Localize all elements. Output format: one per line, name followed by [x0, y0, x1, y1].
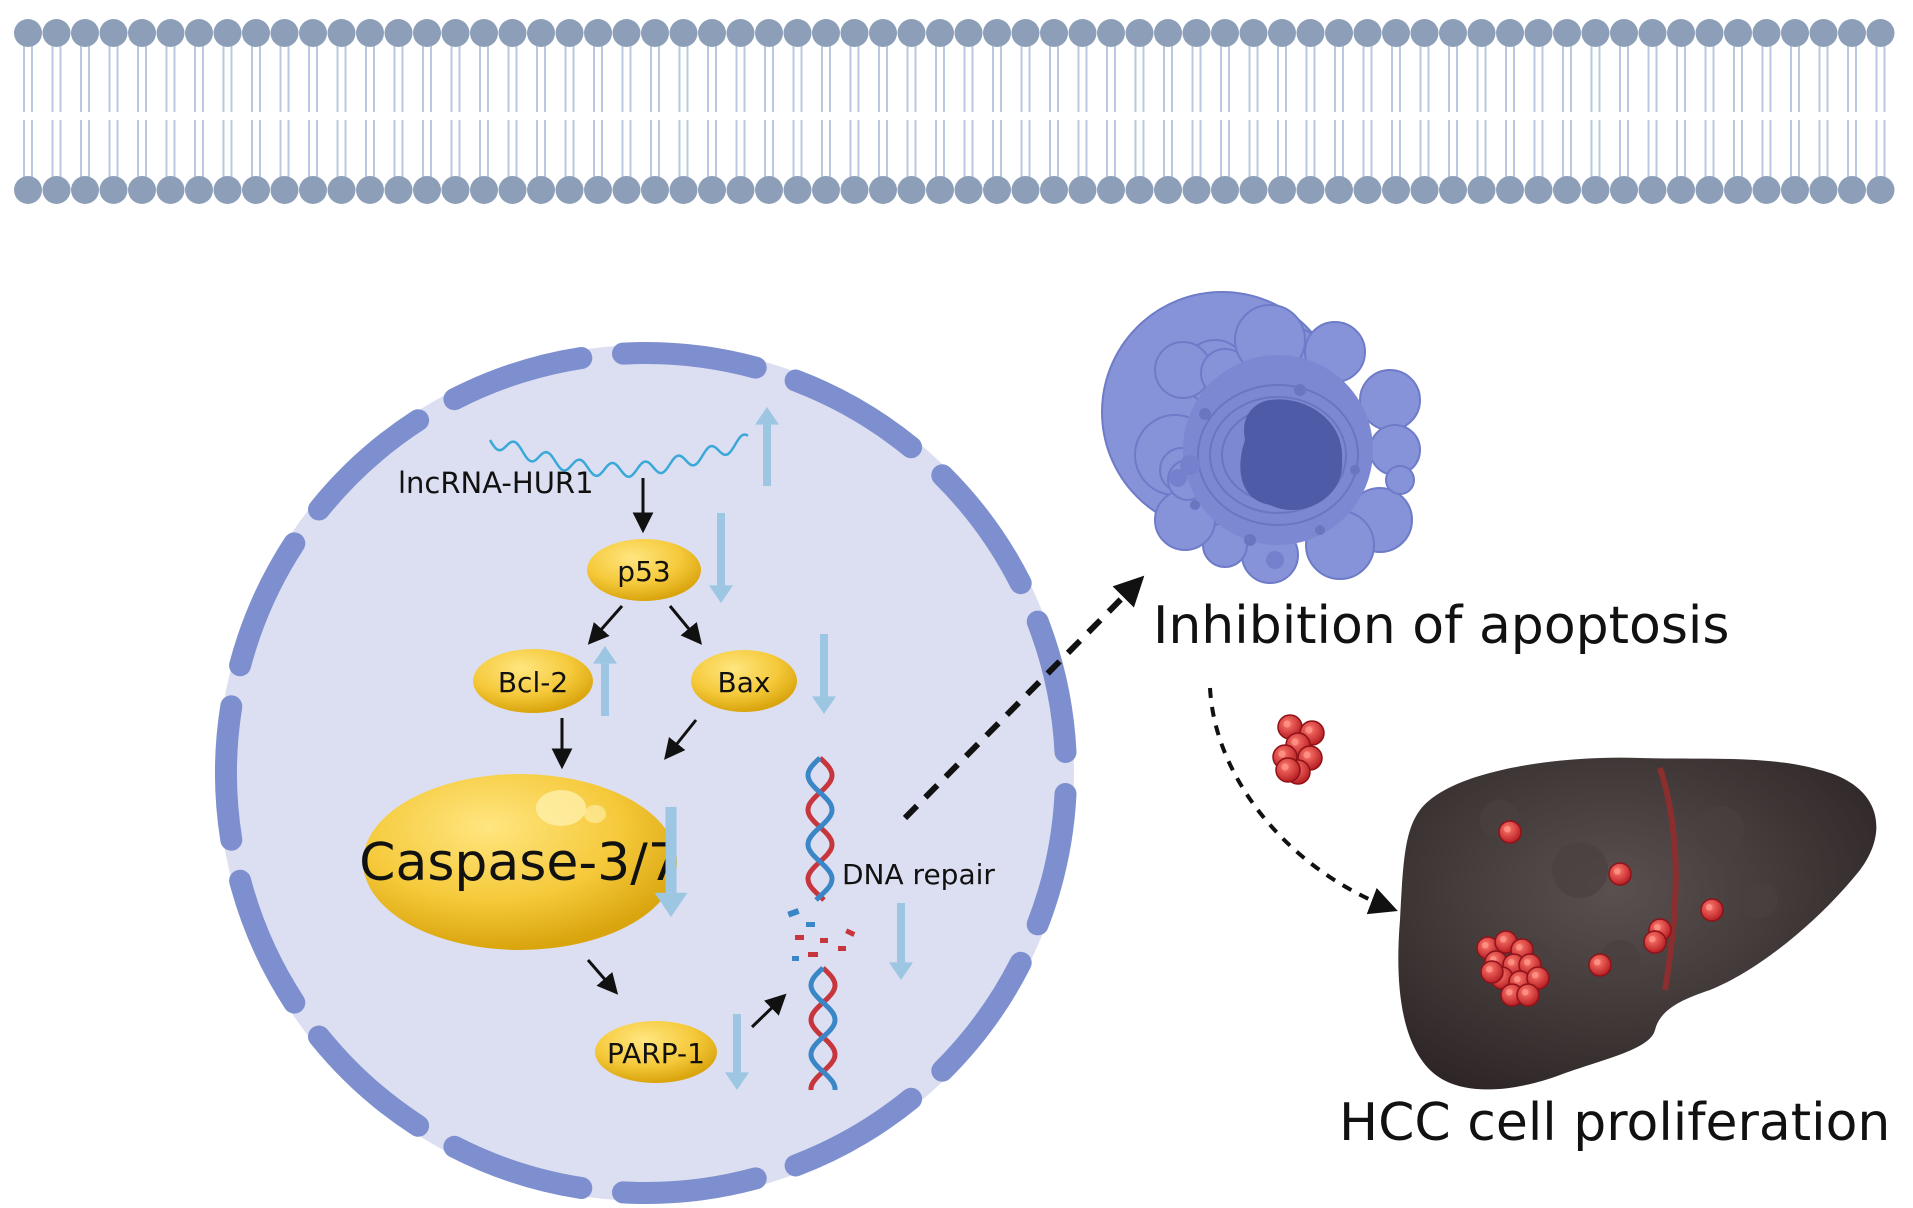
arrow-p53-to-bcl2 [587, 605, 624, 645]
lncrna-strand-icon [488, 433, 749, 478]
arrow-caspase-to-parp1 [586, 959, 619, 995]
regulation-arrows [593, 407, 913, 1090]
lncrna-label: lncRNA-HUR1 [398, 466, 594, 500]
envelope-segment [214, 695, 243, 851]
envelope-segment [612, 342, 767, 379]
envelope-segment [443, 1135, 593, 1199]
caspase-label: Caspase-3/7 [359, 833, 681, 893]
envelope-segment [931, 951, 1032, 1082]
p53-label: p53 [617, 555, 670, 588]
liver-tumor-nodules [1476, 820, 1724, 1007]
caspase-highlight-small [584, 805, 606, 823]
bax-ellipse [691, 650, 797, 712]
envelope-segment [1026, 610, 1077, 763]
dna-helix-bottom-icon [808, 966, 838, 1091]
dashed-arrow-to-apoptosis [902, 575, 1145, 821]
bcl2-ellipse [473, 649, 593, 713]
arrow-p53-to-bax [668, 605, 703, 645]
dna-helix-top-icon [805, 756, 835, 902]
caspase-protein: Caspase-3/7 [359, 774, 681, 950]
inhibition-label: Inhibition of apoptosis [1153, 596, 1729, 656]
envelope-segment [784, 1087, 923, 1177]
pathway-arrows [551, 478, 787, 1029]
envelope-segment [229, 532, 306, 677]
dna-fragments-icon [787, 908, 856, 961]
envelope-segment [229, 869, 306, 1014]
caspase-highlight [536, 790, 586, 826]
cell-membrane-bilayer [14, 19, 1895, 204]
arrow-bax-to-caspase [664, 719, 698, 760]
nuclear-envelope [214, 342, 1077, 1204]
envelope-segment [931, 464, 1032, 595]
parp1-label: PARP-1 [607, 1037, 705, 1070]
liver-icon [1398, 757, 1877, 1090]
envelope-segment [443, 347, 593, 411]
envelope-segment [308, 409, 430, 521]
p53-protein: p53 [587, 539, 701, 601]
apoptotic-cell-icon [1101, 291, 1421, 584]
nucleus [214, 342, 1077, 1204]
bcl2-label: Bcl-2 [498, 666, 568, 699]
envelope-segment [612, 1167, 767, 1204]
parp1-ellipse [595, 1021, 717, 1083]
envelope-segment [1026, 783, 1077, 936]
bax-protein: Bax [691, 650, 797, 712]
envelope-segment [784, 369, 923, 459]
dna-repair-label: DNA repair [842, 858, 995, 891]
bax-label: Bax [718, 666, 771, 699]
parp1-protein: PARP-1 [595, 1021, 717, 1083]
hcc-label: HCC cell proliferation [1339, 1093, 1890, 1153]
envelope-segment [308, 1025, 430, 1137]
tumor-cell-cluster-icon [1272, 714, 1325, 785]
arrow-parp1-to-dna [750, 993, 787, 1029]
nucleus-interior [218, 345, 1074, 1201]
p53-ellipse [587, 539, 701, 601]
bcl2-protein: Bcl-2 [473, 649, 593, 713]
